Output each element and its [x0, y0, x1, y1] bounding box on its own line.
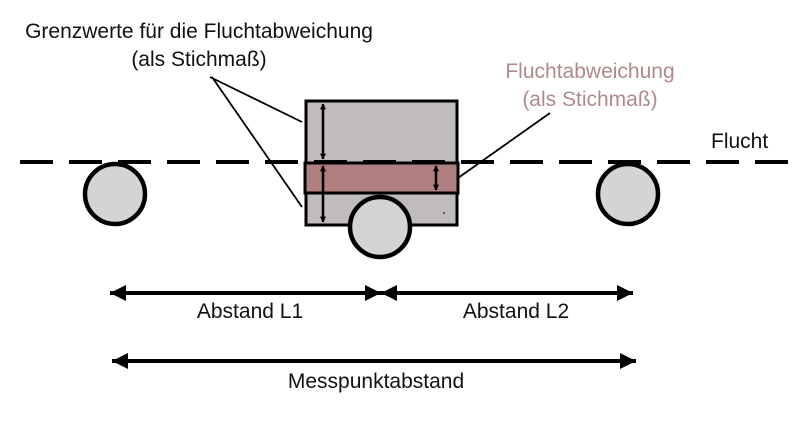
- deviation-leader: [457, 112, 551, 179]
- measuring-point-left: [82, 161, 148, 227]
- deviation-label-line2: (als Stichmaß): [522, 88, 658, 111]
- measuring-point-center: [347, 194, 413, 260]
- distance-l1-label: Abstand L1: [196, 300, 304, 323]
- limit-leader-lower: [211, 76, 303, 208]
- deviation-label-line1: Fluchtabweichung: [505, 60, 675, 83]
- limit-values-label: Grenzwerte für die Fluchtabweichung (als…: [25, 20, 373, 72]
- limit-values-label-line1: Grenzwerte für die Fluchtabweichung: [25, 20, 373, 43]
- measuring-point-right: [595, 161, 661, 227]
- distance-l2-label: Abstand L2: [462, 300, 570, 323]
- limit-values-label-line2: (als Stichmaß): [131, 48, 267, 71]
- limit-leader-upper: [209, 76, 303, 123]
- measuring-point-distance-label: Messpunktabstand: [287, 370, 465, 393]
- alignment-label: Flucht: [711, 130, 769, 153]
- deviation-label: Fluchtabweichung (als Stichmaß): [505, 60, 674, 112]
